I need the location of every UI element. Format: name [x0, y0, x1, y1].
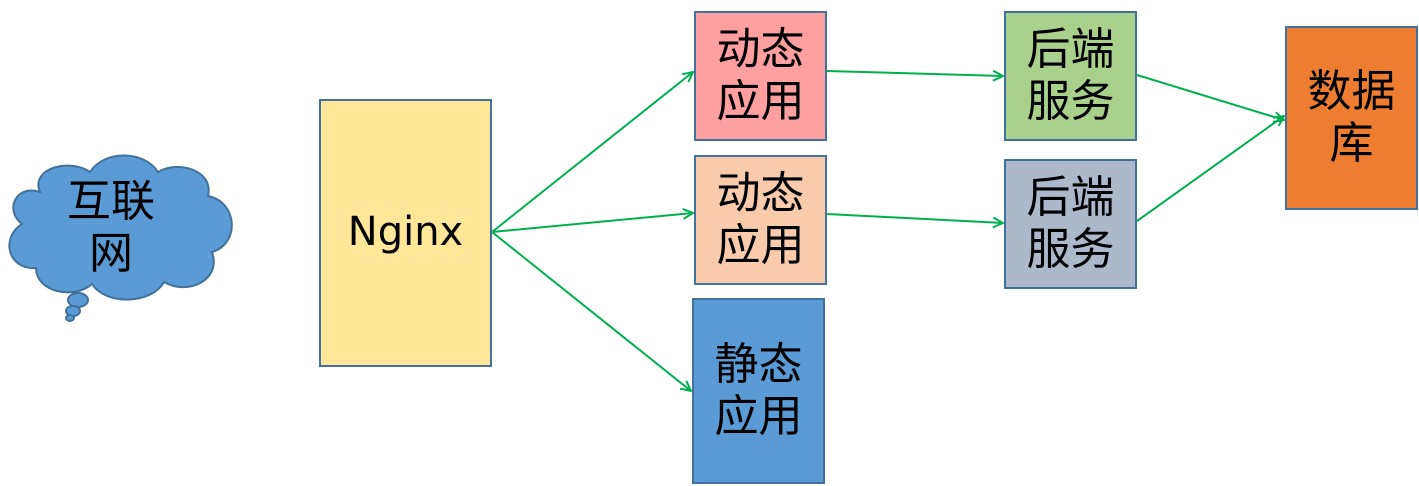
static-app-node: 静态 应用 — [692, 298, 825, 484]
cloud-bubble-large — [67, 292, 89, 308]
backend-service-node-2: 后端 服务 — [1004, 159, 1137, 289]
dynamic-app-node-1: 动态 应用 — [694, 11, 827, 141]
nginx-node: Nginx — [319, 99, 492, 367]
arrow-backend-2-to-database — [1136, 116, 1284, 222]
internet-cloud-icon — [8, 154, 233, 322]
cloud-bubble-small — [65, 314, 75, 322]
internet-label: 互联 网 — [67, 176, 155, 279]
arrow-backend-1-to-database — [1136, 74, 1284, 120]
cloud-body — [8, 154, 233, 301]
dynamic-app-node-2: 动态 应用 — [694, 155, 827, 285]
backend-service-label-2: 后端 服务 — [1026, 172, 1115, 275]
arrow-nginx-to-dynamic-app-1 — [491, 72, 693, 233]
arrow-dynamic-app-2-to-backend-2 — [826, 213, 1003, 223]
nginx-label: Nginx — [347, 209, 464, 256]
database-node: 数据 库 — [1285, 26, 1418, 210]
arrow-dynamic-app-1-to-backend-1 — [826, 71, 1003, 76]
backend-service-label-1: 后端 服务 — [1026, 24, 1115, 127]
arrow-nginx-to-dynamic-app-2 — [491, 213, 693, 233]
arrow-nginx-to-static-app — [491, 231, 691, 391]
backend-service-node-1: 后端 服务 — [1004, 11, 1137, 141]
database-label: 数据 库 — [1307, 66, 1396, 169]
dynamic-app-label-2: 动态 应用 — [716, 168, 805, 271]
static-app-label: 静态 应用 — [714, 339, 803, 442]
dynamic-app-label-1: 动态 应用 — [716, 24, 805, 127]
